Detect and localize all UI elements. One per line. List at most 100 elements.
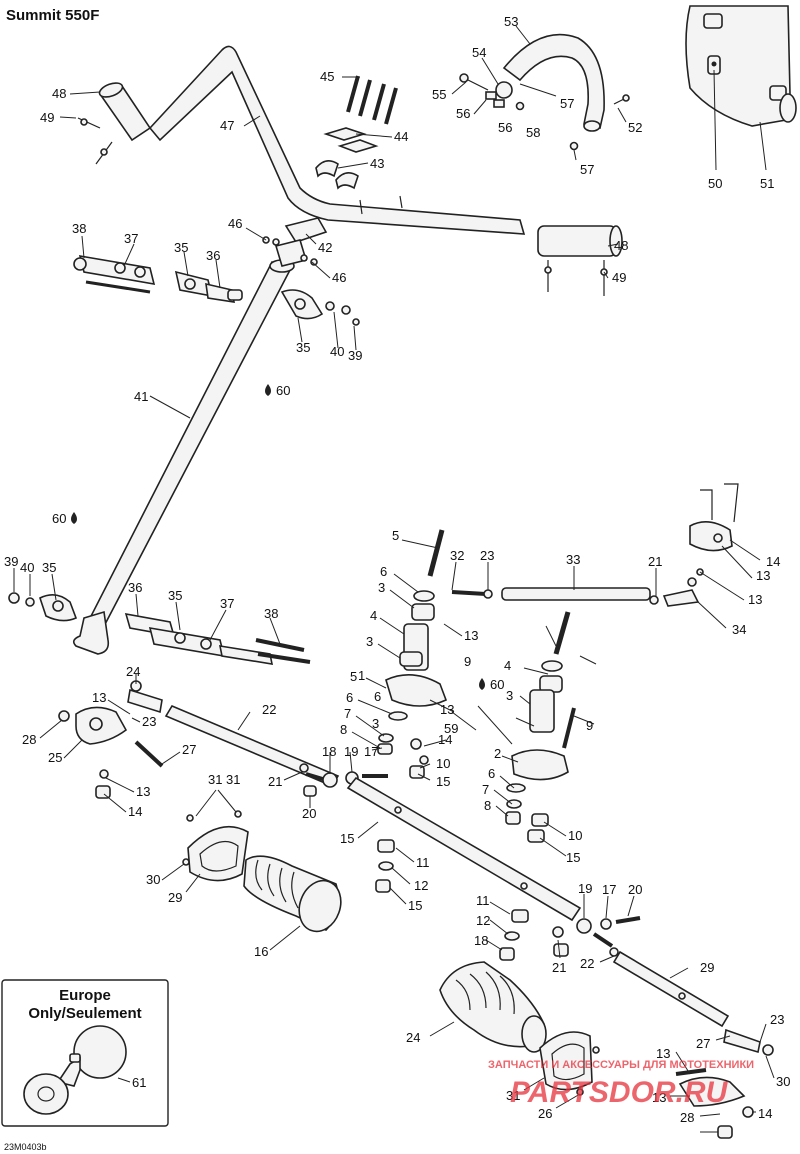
callout-number: 32 <box>450 548 464 563</box>
callout-number: 14 <box>438 732 452 747</box>
callout-number: 13 <box>748 592 762 607</box>
callout-number: 28 <box>22 732 36 747</box>
callout-number: 18 <box>322 744 336 759</box>
clamp-plates <box>323 127 379 153</box>
callout-number: 35 <box>296 340 310 355</box>
callout-number: 5 <box>350 669 357 684</box>
diagram-reference-code: 23M0403b <box>4 1142 47 1152</box>
upper-support-left <box>73 255 243 303</box>
callout-number: 29 <box>700 960 714 975</box>
callout-number: 56 <box>456 106 470 121</box>
callout-number: 4 <box>504 658 511 673</box>
throttle-housing <box>685 5 797 127</box>
callout-number: 8 <box>340 722 347 737</box>
callout-number: 9 <box>586 718 593 733</box>
callout-number: 44 <box>394 129 408 144</box>
callout-number: 54 <box>472 45 486 60</box>
rubber-boot-right <box>439 961 547 1053</box>
callout-number: 13 <box>652 1090 666 1105</box>
inset-title-line2: Only/Seulement <box>28 1005 141 1022</box>
callout-number: 57 <box>580 162 594 177</box>
callout-number: 39 <box>4 554 18 569</box>
callout-number: 6 <box>374 689 381 704</box>
callout-number: 40 <box>20 560 34 575</box>
lubricant-drop-icon <box>265 384 271 396</box>
tie-rod-left <box>127 680 388 797</box>
handlebar <box>148 45 526 235</box>
callout-number: 21 <box>552 960 566 975</box>
callout-number: 7 <box>482 782 489 797</box>
callout-number: 20 <box>302 806 316 821</box>
callout-number: 37 <box>220 596 234 611</box>
callout-number: 12 <box>476 913 490 928</box>
callout-number: 15 <box>340 831 354 846</box>
callout-number: 35 <box>168 588 182 603</box>
callout-number: 24 <box>126 664 140 679</box>
callout-number: 14 <box>128 804 142 819</box>
watermark-logo: PARTSDOR.RU <box>510 1076 729 1109</box>
callout-number: 7 <box>344 706 351 721</box>
callout-number: 11 <box>416 855 430 870</box>
steering-column-lower-arm <box>72 610 110 655</box>
handlebar-grip-right <box>537 225 623 257</box>
callout-number: 31 <box>226 772 240 787</box>
callout-number: 40 <box>330 344 344 359</box>
callout-number: 6 <box>380 564 387 579</box>
grip-heater-pins-left <box>77 117 113 165</box>
callout-number: 1 <box>358 668 365 683</box>
callout-number: 38 <box>264 606 278 621</box>
callout-number: 26 <box>538 1106 552 1121</box>
callout-number: 22 <box>262 702 276 717</box>
callout-number: 23 <box>770 1012 784 1027</box>
lower-support-right <box>124 612 311 665</box>
handlebar-pad <box>502 33 605 132</box>
callout-number: 10 <box>436 756 450 771</box>
callout-number: 23 <box>142 714 156 729</box>
callout-number: 3 <box>366 634 373 649</box>
callout-number: 48 <box>52 86 66 101</box>
callout-number: 3 <box>372 716 379 731</box>
callout-number: 27 <box>696 1036 710 1051</box>
callout-number: 31 <box>208 772 222 787</box>
left-steering-arm <box>58 706 164 799</box>
europe-inset: Europe Only/Seulement 61 <box>1 979 169 1127</box>
callout-number: 13 <box>656 1046 670 1061</box>
boot-cover-plate-right <box>539 1031 600 1096</box>
callout-number: 17 <box>602 882 616 897</box>
callout-number: 49 <box>612 270 626 285</box>
callout-number: 30 <box>776 1074 790 1089</box>
callout-number: 6 <box>346 690 353 705</box>
callout-number: 15 <box>566 850 580 865</box>
handlebar-grip-left <box>98 82 152 142</box>
callout-number: 11 <box>476 893 490 908</box>
callout-number: 49 <box>40 110 54 125</box>
watermark-text: ЗАПЧАСТИ И АКСЕССУАРЫ ДЛЯ МОТОТЕХНИКИ <box>488 1059 754 1071</box>
callout-number: 39 <box>348 348 362 363</box>
callout-number: 48 <box>614 238 628 253</box>
callout-number: 29 <box>168 890 182 905</box>
callout-number: 24 <box>406 1030 420 1045</box>
callout-number: 27 <box>182 742 196 757</box>
callout-number: 23 <box>480 548 494 563</box>
callout-number: 51 <box>760 176 774 191</box>
callout-number: 52 <box>628 120 642 135</box>
callout-number: 16 <box>254 944 268 959</box>
callout-number: 22 <box>580 956 594 971</box>
callout-number: 17 <box>364 744 378 759</box>
callout-number: 3 <box>378 580 385 595</box>
page-title: Summit 550F <box>6 7 99 24</box>
tie-rod-upper <box>451 568 704 607</box>
rubber-boot-left <box>243 855 342 933</box>
callout-number: 31 <box>506 1088 520 1103</box>
lower-support-left <box>8 592 78 622</box>
callout-number: 10 <box>568 828 582 843</box>
lubricant-label: 60 <box>276 383 290 398</box>
handlebar-clamps <box>315 160 359 190</box>
callout-number: 50 <box>708 176 722 191</box>
callout-number: 14 <box>766 554 780 569</box>
callout-number: 35 <box>174 240 188 255</box>
callout-number: 4 <box>370 608 377 623</box>
callout-number: 15 <box>408 898 422 913</box>
